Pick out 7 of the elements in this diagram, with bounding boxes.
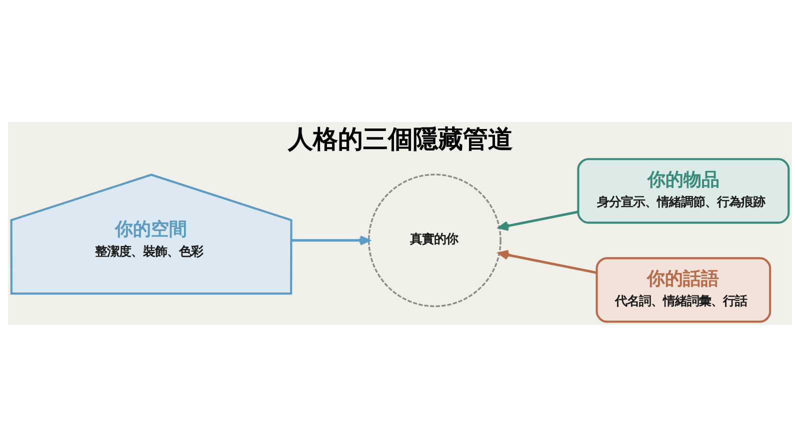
node-box: 你的物品 身分宣示、情緒調節、行為痕跡 — [577, 158, 790, 224]
arrow — [498, 250, 597, 274]
arrow — [291, 235, 370, 246]
node-box: 你的話語 代名詞、情緒詞彙、行話 — [596, 257, 772, 323]
diagram-title: 人格的三個隱藏管道 — [288, 124, 514, 154]
node-circle: 真實的你 — [368, 174, 502, 308]
arrow — [498, 210, 578, 231]
